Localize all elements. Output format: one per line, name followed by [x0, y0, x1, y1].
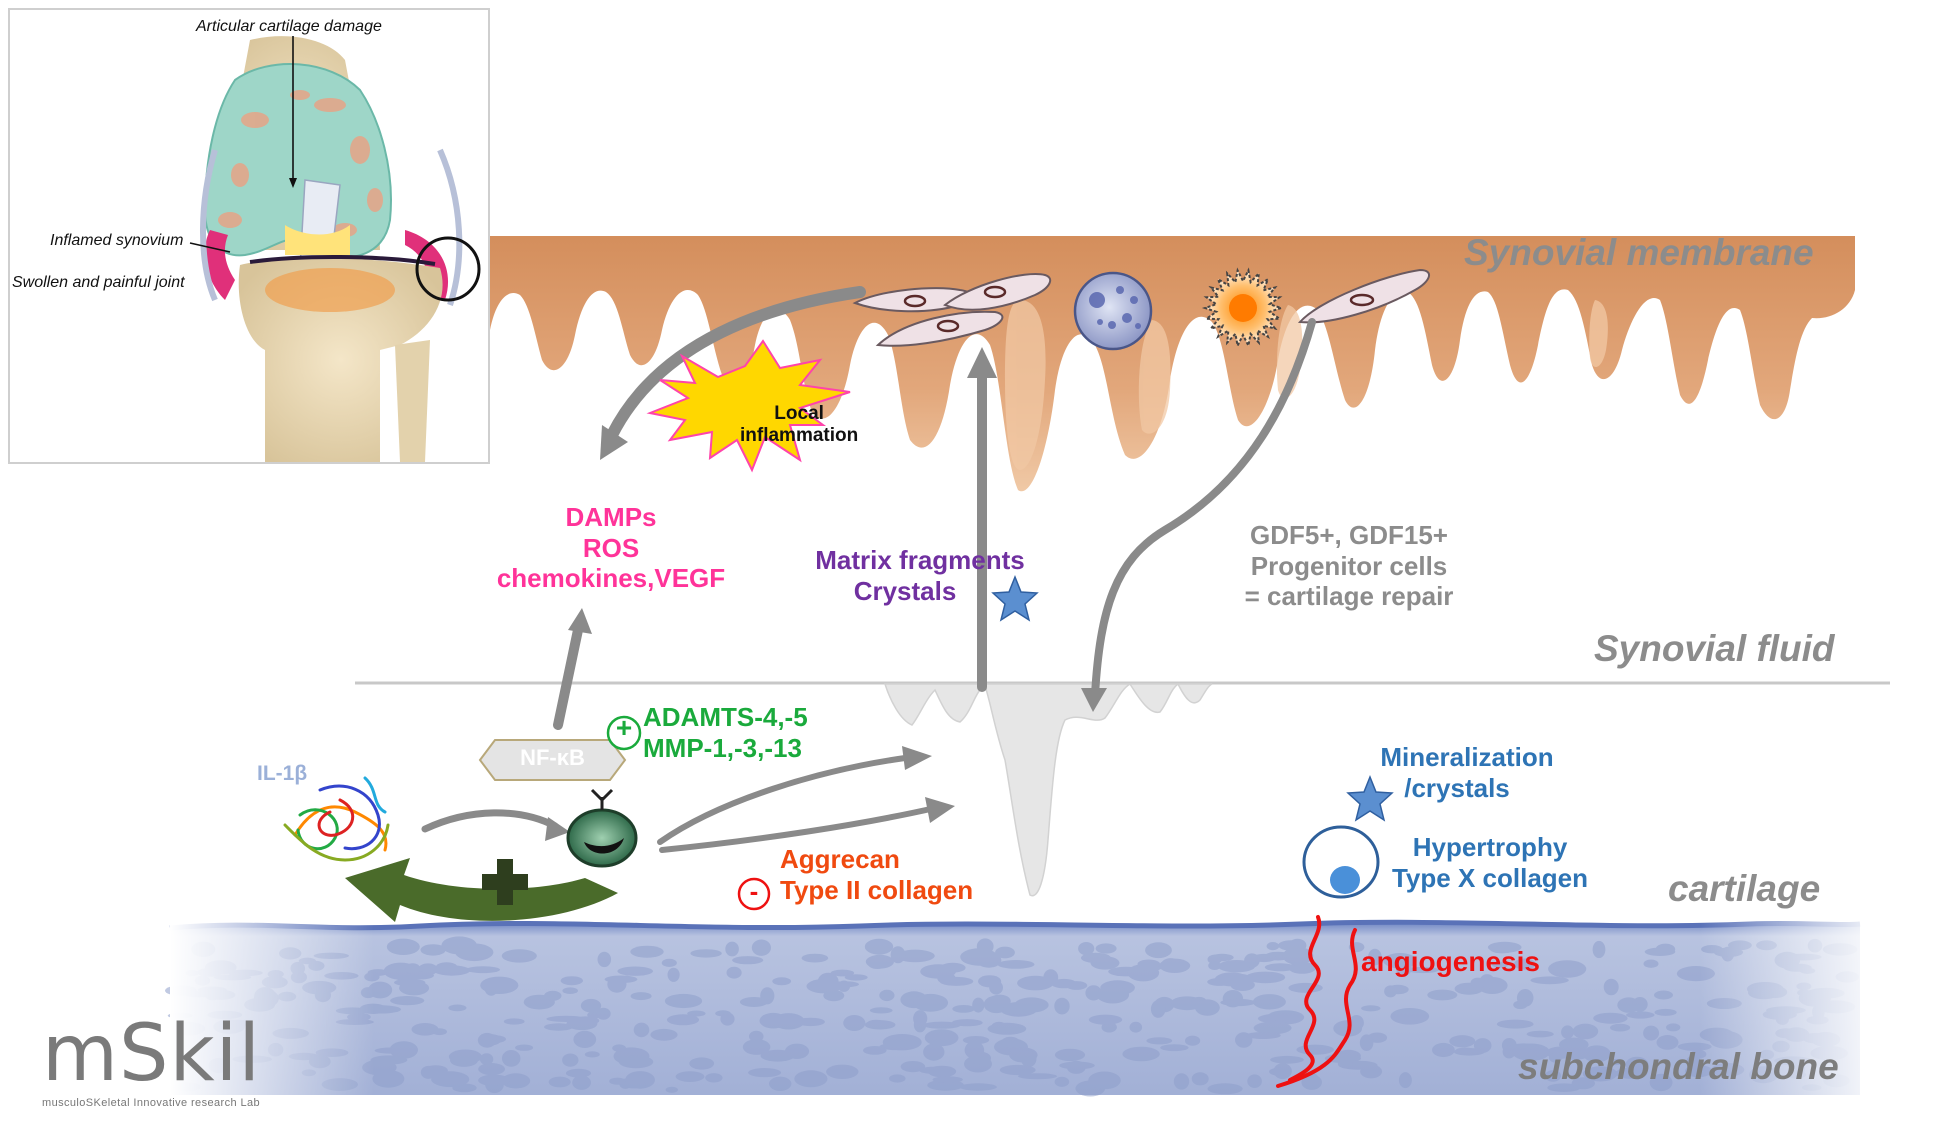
label-nfkb: NF-κB — [520, 745, 585, 770]
macrophage-cell — [1073, 271, 1153, 351]
cartilage-fissure — [883, 682, 1213, 897]
crystal-star-icon — [991, 574, 1039, 622]
label-matrix-loss: Aggrecan Type II collagen — [780, 844, 974, 905]
il1b-protein-icon — [283, 776, 390, 862]
brand-subtitle: musculoSKeletal Innovative research Lab — [42, 1097, 260, 1109]
positive-feedback-arrow — [345, 858, 618, 922]
subchondral-bone — [165, 915, 1870, 1100]
label-mineralization: Mineralization /crystals — [1380, 742, 1554, 803]
label-angiogenesis: angiogenesis — [1361, 946, 1540, 977]
feedback-plus-icon — [482, 859, 528, 905]
arrowheads — [545, 347, 1107, 841]
label-subchondral-bone: subchondral bone — [1518, 1046, 1839, 1087]
mineralization-star-icon — [1346, 774, 1394, 822]
label-synovial-fluid: Synovial fluid — [1594, 628, 1835, 669]
fibroblast-cell-3 — [875, 310, 1004, 347]
knee-inset-image — [8, 8, 490, 464]
label-hypertrophy: Hypertrophy Type X collagen — [1391, 832, 1588, 893]
inset-label-cartilage-damage: Articular cartilage damage — [196, 18, 382, 35]
label-matrix-fragments: Matrix fragments Crystals — [815, 545, 1025, 606]
arrows — [421, 286, 1316, 853]
label-gdf-progenitors: GDF5+, GDF15+ Progenitor cells = cartila… — [1244, 520, 1454, 612]
upregulation-circle — [606, 715, 642, 751]
inset-label-swollen-joint: Swollen and painful joint — [12, 274, 185, 291]
arrow-il1b-to-cell — [421, 809, 559, 833]
label-enzymes: ADAMTS-4,-5 MMP-1,-3,-13 — [643, 702, 808, 763]
inset-label-inflamed-synovium: Inflamed synovium — [50, 232, 184, 249]
brand-logo: mSkil musculoSKeletal Innovative researc… — [42, 1015, 261, 1109]
arrow-cell-to-fissure-lower — [659, 805, 938, 853]
chondrocyte-cell — [566, 788, 638, 868]
arrow-nfkb-to-damps — [553, 625, 583, 730]
label-synovial-membrane: Synovial membrane — [1464, 232, 1814, 273]
nfkb-badge — [478, 739, 627, 781]
downregulation-circle — [737, 877, 771, 911]
fibroblast-cell-2 — [943, 273, 1052, 311]
progenitor-cell — [1297, 268, 1430, 324]
plus-sign: + — [615, 712, 633, 743]
brand-name: mSkil — [42, 1009, 262, 1099]
arrow-cells-to-damps — [606, 286, 866, 441]
minus-sign: - — [749, 876, 759, 906]
arrow-progenitor-to-fissure — [1091, 318, 1316, 699]
membrane-folds — [1005, 300, 1608, 470]
local-inflammation-burst — [646, 339, 851, 473]
arrow-cell-to-fissure-upper — [657, 755, 908, 845]
hypertrophic-cell-icon — [1302, 825, 1380, 899]
label-il1b: IL-1β — [257, 762, 308, 785]
activated-cell — [1201, 267, 1285, 349]
label-local-inflammation: Local inflammation — [740, 403, 859, 447]
label-cartilage: cartilage — [1668, 868, 1821, 909]
angiogenesis-vessels-icon — [1276, 915, 1358, 1088]
label-damps: DAMPs ROS chemokines,VEGF — [496, 502, 726, 594]
